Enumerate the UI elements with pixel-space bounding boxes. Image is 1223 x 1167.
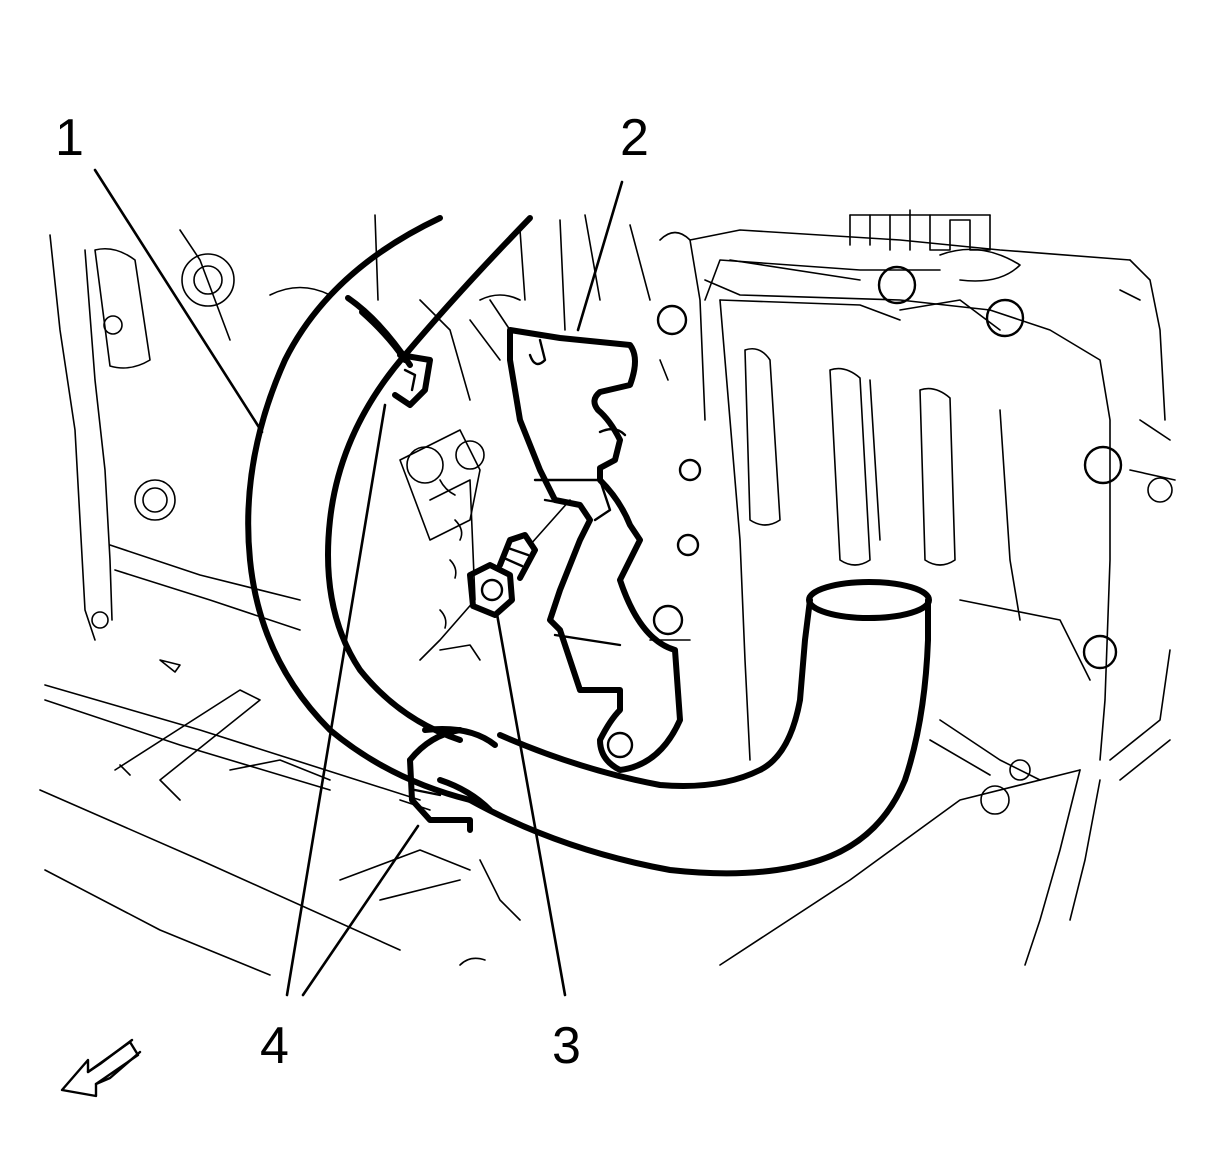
callout-3: 3: [552, 1017, 581, 1075]
leader-line-3: [495, 612, 567, 997]
hose-bracket: [507, 327, 683, 773]
leader-line-1: [93, 168, 264, 434]
hose: [245, 215, 932, 877]
leader-line-4b: [301, 824, 420, 997]
background-structure: [39, 209, 1176, 976]
front-direction-arrow-icon: [60, 1038, 142, 1098]
callout-1: 1: [55, 109, 84, 167]
leader-line-4a: [285, 403, 387, 997]
leader-line-2: [576, 180, 624, 332]
bracket-bolt: [467, 499, 571, 618]
leader-lines: [93, 168, 624, 997]
callout-2: 2: [620, 109, 649, 167]
callout-4: 4: [260, 1017, 289, 1075]
